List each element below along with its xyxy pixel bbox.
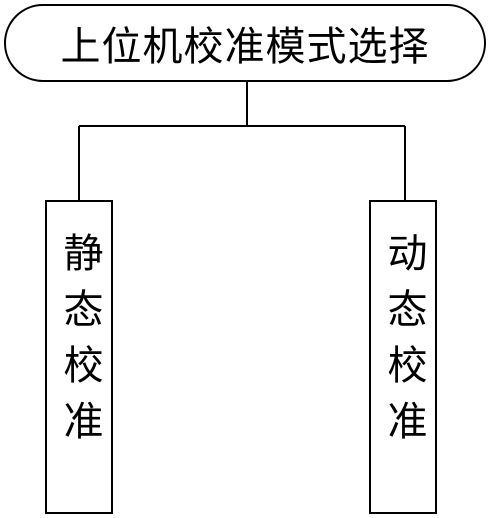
static-calibration-label-wrap: 静态校准 — [47, 232, 111, 456]
dynamic-calibration-label-wrap: 动态校准 — [371, 232, 435, 456]
root-node-label: 上位机校准模式选择 — [60, 24, 430, 70]
dynamic-calibration-node: 动态校准 — [369, 200, 437, 514]
root-node: 上位机校准模式选择 — [4, 4, 486, 82]
static-calibration-node: 静态校准 — [45, 200, 113, 514]
static-calibration-label: 静态校准 — [56, 232, 103, 456]
dynamic-calibration-label: 动态校准 — [380, 232, 427, 456]
